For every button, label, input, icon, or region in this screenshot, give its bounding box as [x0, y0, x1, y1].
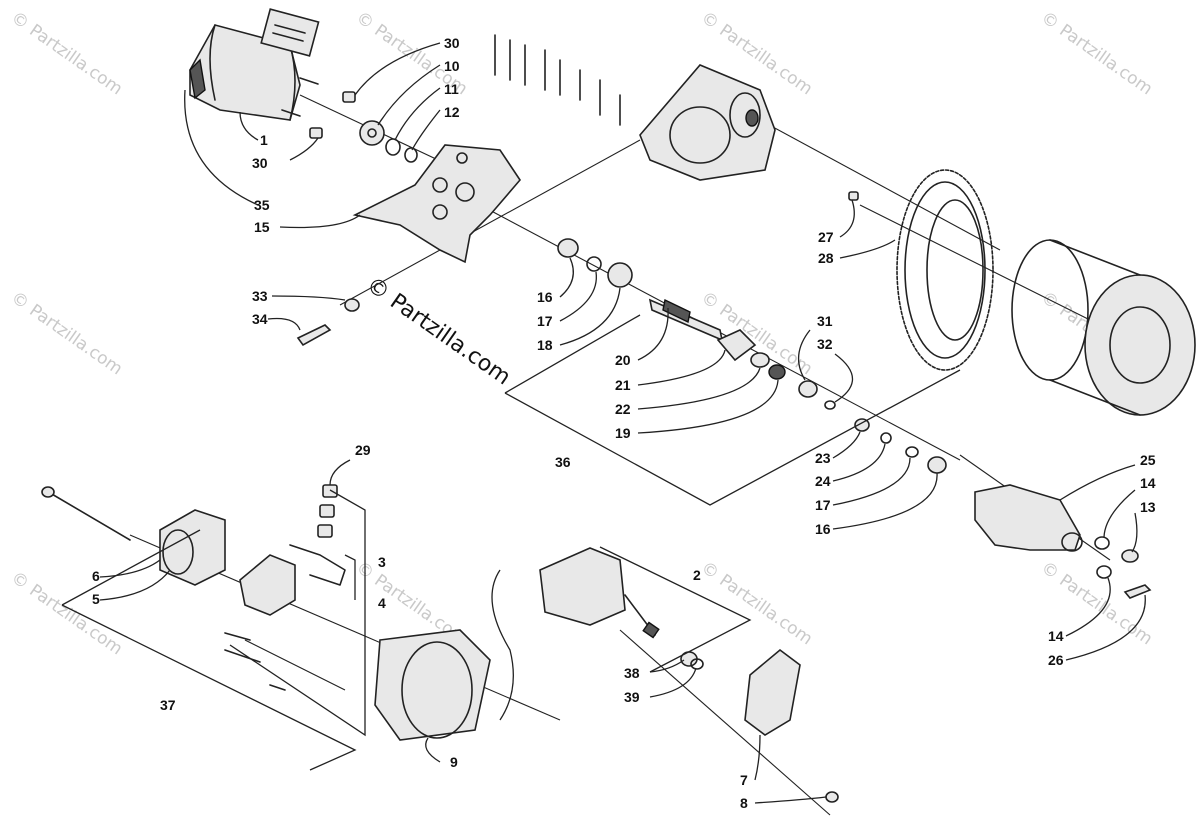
- callout-9: 9: [450, 754, 458, 770]
- end-housing: [974, 484, 1152, 599]
- watermark: © Partzilla.com: [7, 288, 126, 380]
- callout-30: 30: [252, 155, 268, 171]
- watermark: © Partzilla.com: [1037, 8, 1156, 100]
- group-brackets: [61, 314, 961, 771]
- callout-12: 12: [444, 104, 460, 120]
- callout-2: 2: [693, 567, 701, 583]
- callout-36: 36: [555, 454, 571, 470]
- callout-13: 13: [1140, 499, 1156, 515]
- callout-23: 23: [815, 450, 831, 466]
- callout-7: 7: [740, 772, 748, 788]
- callout-1: 1: [260, 132, 268, 148]
- callout-28: 28: [818, 250, 834, 266]
- callout-30: 30: [444, 35, 460, 51]
- callout-10: 10: [444, 58, 460, 74]
- callout-26: 26: [1048, 652, 1064, 668]
- callout-39: 39: [624, 689, 640, 705]
- callout-17: 17: [815, 497, 831, 513]
- callout-6: 6: [92, 568, 100, 584]
- callout-35: 35: [254, 197, 270, 213]
- watermark: © Partzilla.com: [7, 568, 126, 660]
- callout-19: 19: [615, 425, 631, 441]
- callout-labels: 30 10 11 12 1 30 35 15 33 34 16 17 18 20…: [92, 35, 1156, 811]
- callout-38: 38: [624, 665, 640, 681]
- starter-motor: [189, 8, 320, 121]
- callout-21: 21: [615, 377, 631, 393]
- callout-20: 20: [615, 352, 631, 368]
- sprocket: [848, 169, 994, 371]
- watermark-center: © Partzilla.com: [362, 272, 515, 390]
- callout-18: 18: [537, 337, 553, 353]
- mounting-bracket: [352, 144, 522, 264]
- callout-16: 16: [815, 521, 831, 537]
- callout-8: 8: [740, 795, 748, 811]
- callout-31: 31: [817, 313, 833, 329]
- callout-29: 29: [355, 442, 371, 458]
- drive-clutch: [1011, 239, 1196, 416]
- engine-block: [494, 34, 776, 181]
- callout-14: 14: [1140, 475, 1156, 491]
- leader-lines: [99, 42, 1146, 804]
- small-hardware: [296, 91, 418, 347]
- callout-25: 25: [1140, 452, 1156, 468]
- callout-22: 22: [615, 401, 631, 417]
- callout-24: 24: [815, 473, 831, 489]
- callout-32: 32: [817, 336, 833, 352]
- callout-15: 15: [254, 219, 270, 235]
- callout-27: 27: [818, 229, 834, 245]
- callout-33: 33: [252, 288, 268, 304]
- callout-11: 11: [444, 81, 459, 97]
- armature: [539, 547, 839, 803]
- callout-16: 16: [537, 289, 553, 305]
- callout-34: 34: [252, 311, 268, 327]
- callout-14: 14: [1048, 628, 1064, 644]
- watermark: © Partzilla.com: [7, 8, 126, 100]
- callout-37: 37: [160, 697, 176, 713]
- callout-4: 4: [378, 595, 386, 611]
- callout-3: 3: [378, 554, 386, 570]
- callout-5: 5: [92, 591, 100, 607]
- callout-17: 17: [537, 313, 553, 329]
